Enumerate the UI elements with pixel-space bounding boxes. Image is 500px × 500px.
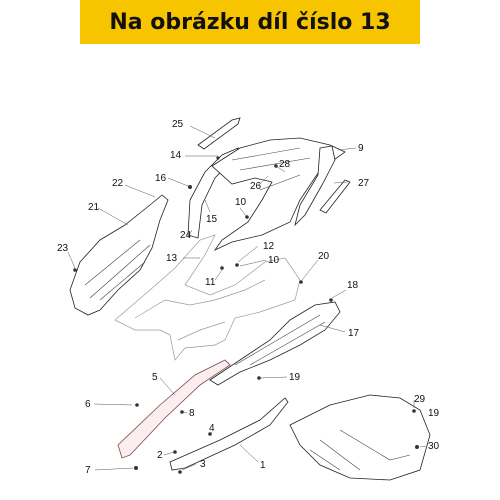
callout-14: 14 — [170, 150, 182, 161]
page-title: Na obrázku díl číslo 13 — [109, 9, 391, 35]
callout-15: 15 — [206, 214, 218, 225]
fasteners — [73, 156, 419, 474]
callout-10-lower: 10 — [268, 255, 280, 266]
callout-28: 28 — [279, 159, 291, 170]
callout-26: 26 — [250, 181, 262, 192]
part-27-strip — [319, 179, 351, 214]
callout-17: 17 — [348, 328, 360, 339]
callout-22: 22 — [112, 178, 124, 189]
callout-4: 4 — [209, 423, 215, 434]
part-21-front-panel — [69, 194, 169, 316]
callout-19-right: 19 — [428, 408, 440, 419]
part-29-under-tray — [289, 394, 431, 481]
callout-5: 5 — [152, 372, 158, 383]
floor-frame — [114, 234, 301, 361]
part-5-lower-rail — [117, 359, 231, 459]
leader-lines — [67, 125, 427, 471]
part-9-rear-cover-edge — [294, 145, 336, 227]
callout-12: 12 — [263, 241, 275, 252]
callout-13: 13 — [166, 253, 178, 264]
callout-25: 25 — [172, 119, 184, 130]
callout-16: 16 — [155, 173, 167, 184]
callout-9: 9 — [358, 143, 364, 154]
part-1-bottom-rail — [169, 397, 289, 471]
callout-2: 2 — [157, 450, 163, 461]
callout-11: 11 — [205, 277, 216, 288]
part-9-rear-cover — [211, 137, 346, 252]
callout-27: 27 — [358, 178, 370, 189]
callout-10-upper: 10 — [235, 197, 247, 208]
callout-6: 6 — [85, 399, 91, 410]
callout-7: 7 — [85, 465, 91, 476]
callout-18: 18 — [347, 280, 359, 291]
callout-30: 30 — [428, 441, 440, 452]
part-25-trim — [197, 117, 241, 150]
parts-diagram: 25 14 16 15 28 26 9 10 27 22 21 23 24 13… — [57, 117, 440, 481]
callout-20: 20 — [318, 251, 330, 262]
callout-21: 21 — [88, 202, 100, 213]
part-17-side-panel — [209, 301, 341, 386]
callout-19-middle: 19 — [289, 372, 301, 383]
callout-8: 8 — [189, 408, 195, 419]
header-banner: Na obrázku díl číslo 13 — [80, 0, 420, 44]
callout-23: 23 — [57, 243, 69, 254]
callout-24: 24 — [180, 230, 192, 241]
callout-3: 3 — [200, 459, 206, 470]
callout-29: 29 — [414, 394, 426, 405]
callout-1: 1 — [260, 460, 266, 471]
